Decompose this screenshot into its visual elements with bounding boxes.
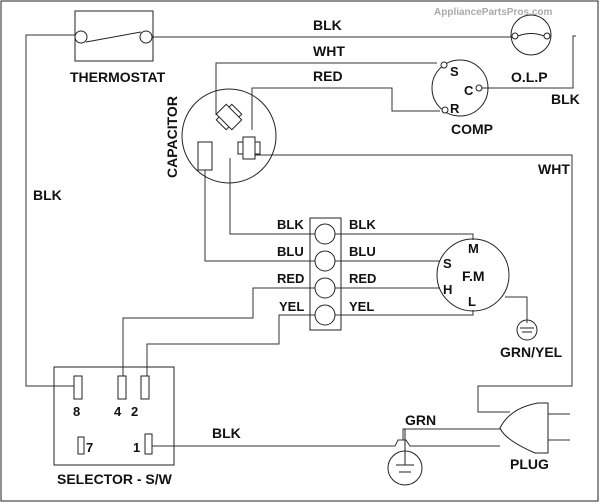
label-bottom-blk: BLK — [212, 425, 241, 441]
label-olp-blk: BLK — [551, 91, 580, 107]
svg-text:L: L — [468, 294, 476, 309]
svg-text:7: 7 — [86, 440, 93, 455]
ground-fm: GRN/YEL — [500, 319, 563, 360]
ground-plug: GRN — [387, 412, 436, 486]
svg-text:2: 2 — [131, 404, 138, 419]
label-right-wht: WHT — [538, 161, 570, 177]
capacitor-label: CAPACITOR — [164, 96, 180, 178]
wire-left-blk — [25, 34, 80, 387]
svg-text:S: S — [450, 64, 459, 79]
compressor: S C R COMP — [431, 59, 493, 137]
wires — [25, 34, 576, 447]
wire-top-wht — [215, 62, 437, 115]
thermostat: THERMOSTAT — [70, 10, 166, 85]
wire-top-red — [251, 87, 440, 130]
wire-olp-blk — [480, 35, 576, 89]
plug: PLUG — [499, 402, 549, 472]
svg-text:M: M — [468, 241, 479, 256]
svg-text:RED: RED — [277, 271, 304, 286]
thermostat-label: THERMOSTAT — [70, 69, 166, 85]
watermark: AppliancePartsPros.com — [434, 7, 552, 18]
svg-text:H: H — [443, 282, 452, 297]
wire-cap-blu — [204, 170, 315, 262]
svg-text:BLK: BLK — [277, 217, 304, 232]
ground-fm-label: GRN/YEL — [500, 344, 563, 360]
ground-plug-label: GRN — [405, 412, 436, 428]
label-left-blk: BLK — [33, 187, 62, 203]
plug-label: PLUG — [510, 456, 549, 472]
olp-label: O.L.P — [511, 69, 548, 85]
svg-text:BLK: BLK — [349, 217, 376, 232]
fan-motor-label: F.M — [462, 268, 485, 284]
terminal-block: BLK BLU RED YEL BLK BLU RED YEL — [277, 217, 376, 331]
svg-text:4: 4 — [114, 404, 122, 419]
olp: O.L.P — [510, 14, 552, 85]
wire-bottom-blk — [152, 439, 500, 447]
selector-label: SELECTOR - S/W — [57, 471, 173, 487]
svg-text:RED: RED — [349, 271, 376, 286]
svg-text:BLU: BLU — [349, 244, 376, 259]
svg-text:1: 1 — [133, 440, 140, 455]
svg-text:C: C — [464, 83, 474, 98]
label-top-blk: BLK — [313, 17, 342, 33]
svg-text:BLU: BLU — [277, 244, 304, 259]
label-top-wht: WHT — [313, 43, 345, 59]
wire-right-wht — [253, 154, 573, 413]
capacitor: CAPACITOR — [164, 88, 277, 184]
wire-yel-selector — [146, 314, 315, 378]
svg-text:YEL: YEL — [279, 299, 304, 314]
svg-text:8: 8 — [73, 404, 80, 419]
svg-text:S: S — [443, 256, 452, 271]
svg-text:YEL: YEL — [349, 299, 374, 314]
svg-text:R: R — [450, 101, 460, 116]
compressor-label: COMP — [451, 121, 493, 137]
wire-red-selector — [122, 287, 315, 378]
fan-motor: M S H L F.M — [436, 238, 510, 312]
selector-switch: 8 4 2 7 1 SELECTOR - S/W — [53, 366, 175, 487]
label-top-red: RED — [313, 68, 343, 84]
